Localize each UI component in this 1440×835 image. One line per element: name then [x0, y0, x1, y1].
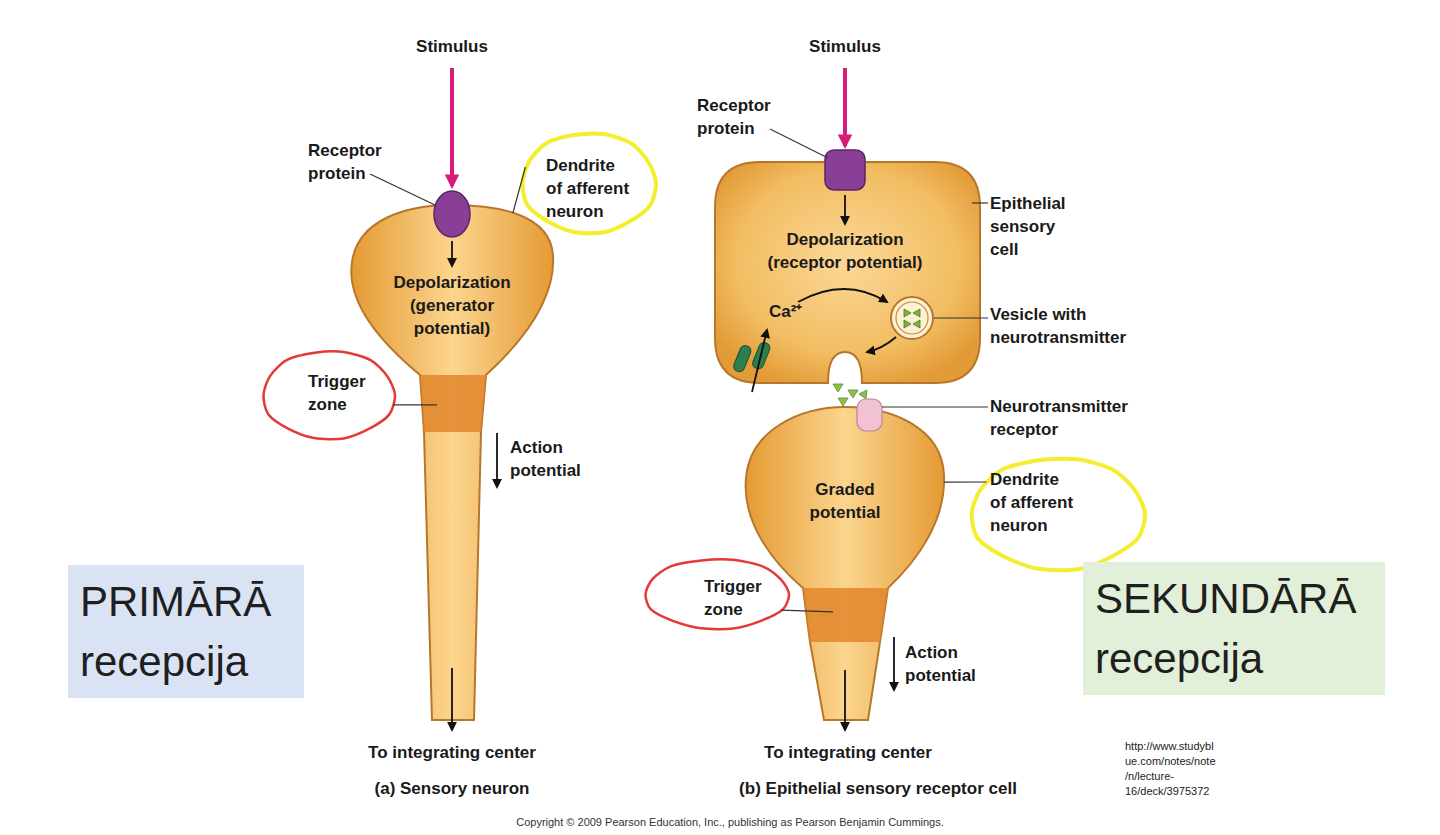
neurotransmitter-receptor: [857, 399, 882, 431]
part-label: To integrating center: [322, 741, 582, 764]
neurotransmitter-molecule: [913, 320, 920, 328]
action-potential-arrow: [496, 433, 498, 487]
part-label: Receptor protein: [697, 94, 782, 140]
epithelial-sensory-cell: Depolarization (receptor potential): [712, 158, 984, 388]
part-label: (b) Epithelial sensory receptor cell: [678, 777, 1078, 800]
highlight-circle: Trigger zone: [642, 556, 792, 632]
depolarization-arrow: [844, 195, 846, 224]
part-label: (a) Sensory neuron: [322, 777, 582, 800]
leader-line: [944, 481, 986, 482]
title-text: PRIMĀRĀ recepcija: [80, 572, 295, 692]
node-text: Depolarization (generator potential): [377, 271, 527, 340]
title-text: SEKUNDĀRĀ recepcija: [1095, 569, 1380, 689]
neurotransmitter-molecule: [838, 398, 848, 406]
trigger-zone-band: [420, 375, 486, 432]
source-note: Copyright © 2009 Pearson Education, Inc.…: [380, 815, 1080, 829]
highlight-stroke: [522, 134, 656, 234]
output-arrow: [844, 670, 846, 730]
stimulus-arrow: [843, 68, 847, 146]
neurotransmitter-molecule: [904, 320, 911, 328]
leader-line: [370, 174, 435, 205]
cell-body: [715, 162, 980, 383]
part-label: Stimulus: [785, 35, 905, 58]
source-note: http://www.studybl ue.com/notes/note /n/…: [1125, 739, 1260, 799]
part-label: Neurotransmitter receptor: [990, 395, 1155, 441]
neurotransmitter-molecule: [913, 309, 920, 317]
highlight-stroke: [972, 459, 1145, 571]
node-text: Graded potential: [795, 478, 895, 524]
node-text: Dendrite of afferent neuron: [546, 154, 633, 223]
neurotransmitter-molecule: [904, 309, 911, 317]
neurotransmitter-molecule: [848, 390, 858, 398]
trigger-zone-band: [803, 588, 888, 642]
part-label: Epithelial sensory cell: [990, 192, 1080, 261]
depolarization-arrow: [451, 241, 453, 266]
title-box: SEKUNDĀRĀ recepcija: [1083, 562, 1385, 695]
receptor-protein: [825, 150, 865, 190]
neurotransmitter-molecule: [833, 384, 843, 392]
leader-line: [882, 406, 988, 407]
part-label: Ca²⁺: [769, 300, 819, 323]
part-label: Action potential: [905, 641, 995, 687]
cell-outline: [712, 158, 984, 388]
part-label: Receptor protein: [308, 139, 393, 185]
vesicle: [891, 297, 933, 339]
highlight-stroke: [646, 559, 789, 629]
title-box: PRIMĀRĀ recepcija: [68, 565, 304, 698]
highlight-stroke: [263, 352, 395, 440]
output-arrow: [451, 668, 453, 730]
part-label: Stimulus: [392, 35, 512, 58]
part-label: To integrating center: [718, 741, 978, 764]
node-text: Trigger zone: [308, 370, 378, 416]
leader-line: [393, 404, 437, 405]
receptor-protein: [434, 191, 470, 237]
leader-line: [972, 202, 988, 203]
node-text: Depolarization (receptor potential): [760, 228, 930, 274]
highlight-circle: Dendrite of afferent neuron: [519, 130, 659, 236]
part-label: Vesicle with neurotransmitter: [990, 303, 1165, 349]
leader-line: [770, 129, 828, 158]
leader-line: [934, 317, 988, 318]
stimulus-arrow: [450, 68, 454, 186]
node-text: Trigger zone: [704, 575, 774, 621]
vesicle-membrane: [896, 302, 928, 334]
part-label: Action potential: [510, 436, 600, 482]
neurotransmitter-molecule: [859, 390, 867, 399]
highlight-circle: Trigger zone: [260, 348, 398, 442]
action-potential-arrow: [893, 637, 895, 690]
highlight-circle: Dendrite of afferent neuron: [968, 455, 1148, 573]
node-text: Dendrite of afferent neuron: [990, 468, 1077, 537]
